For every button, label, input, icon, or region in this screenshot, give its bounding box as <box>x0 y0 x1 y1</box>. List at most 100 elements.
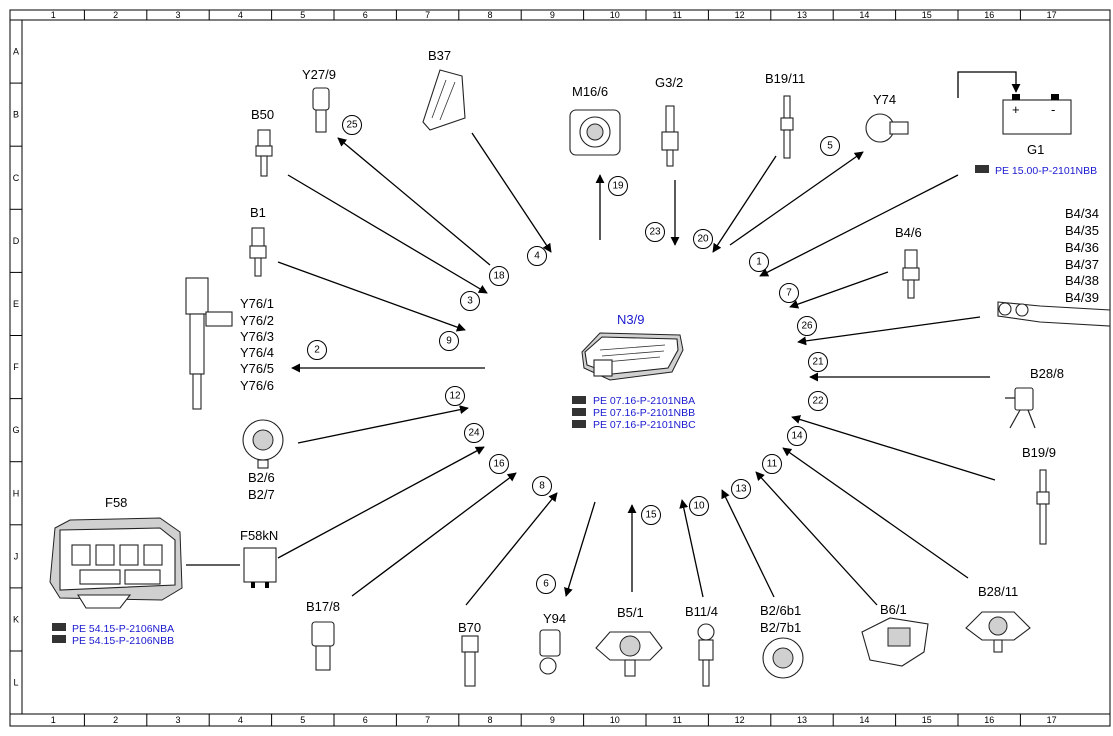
callout-group: 2518419232051726212214111310156816241229… <box>307 115 840 594</box>
callout-circle <box>808 391 828 411</box>
callout-number: 22 <box>812 396 824 407</box>
svg-text:M16/6: M16/6 <box>572 84 608 99</box>
ecu-ref-1[interactable]: PE 07.16-P-2101NBA <box>593 395 695 407</box>
svg-text:B70: B70 <box>458 620 481 635</box>
ecu-ref-2[interactable]: PE 07.16-P-2101NBB <box>593 407 695 419</box>
grid-col-label-11: 11 <box>673 10 682 20</box>
grid-row-label-D: D <box>13 236 20 246</box>
callout-circle <box>689 496 709 516</box>
grid-row-label-J: J <box>14 551 19 561</box>
callout-21: 21 <box>808 352 828 372</box>
svg-text:B4/35: B4/35 <box>1065 223 1099 238</box>
callout-4: 4 <box>527 246 547 266</box>
grid-col-label-2: 2 <box>113 10 118 20</box>
callout-8: 8 <box>532 476 552 496</box>
callout-circle <box>460 291 480 311</box>
reference-icon <box>572 396 586 428</box>
svg-text:Y76/2: Y76/2 <box>240 313 274 328</box>
callout-3: 3 <box>460 291 480 311</box>
component-m16-6: M16/6 <box>569 84 621 156</box>
relay-label: F58kN <box>240 528 278 543</box>
component-g3-2: G3/2 <box>655 75 683 167</box>
callout-number: 25 <box>346 120 358 131</box>
callout-number: 7 <box>786 288 792 299</box>
callout-circle <box>439 331 459 351</box>
callout-circle <box>489 266 509 286</box>
callout-15: 15 <box>641 505 661 525</box>
grid-col-label-17: 17 <box>1047 10 1057 20</box>
svg-text:B2/6b1: B2/6b1 <box>760 603 801 618</box>
svg-text:B2/6: B2/6 <box>248 470 275 485</box>
callout-number: 19 <box>612 181 624 192</box>
fusebox-ref-2[interactable]: PE 54.15-P-2106NBB <box>72 635 174 647</box>
svg-text:B28/8: B28/8 <box>1030 366 1064 381</box>
grid-row-label-G: G <box>12 425 19 435</box>
callout-10: 10 <box>689 496 709 516</box>
grid-col-label-16: 16 <box>984 715 994 725</box>
callout-14: 14 <box>787 426 807 446</box>
grid-col-label-13: 13 <box>797 715 807 725</box>
grid-col-label-9: 9 <box>550 10 555 20</box>
grid-col-label-7: 7 <box>425 10 430 20</box>
signal-lines <box>186 71 1021 606</box>
svg-text:B28/11: B28/11 <box>978 584 1018 599</box>
svg-text:B37: B37 <box>428 48 451 63</box>
callout-circle <box>536 574 556 594</box>
grid-row-label-C: C <box>13 173 20 183</box>
fusebox-ref-1[interactable]: PE 54.15-P-2106NBA <box>72 623 174 635</box>
grid-col-label-14: 14 <box>859 10 869 20</box>
callout-18: 18 <box>489 266 509 286</box>
component-b4-6: B4/6 <box>895 225 922 299</box>
callout-number: 18 <box>493 271 505 282</box>
svg-text:Y74: Y74 <box>873 92 896 107</box>
ecu-ref-3[interactable]: PE 07.16-P-2101NBC <box>593 419 696 431</box>
callout-7: 7 <box>779 283 799 303</box>
component-y76-group: Y76/1 Y76/2 Y76/3 Y76/4 Y76/5 Y76/6 <box>185 277 274 410</box>
component-b1: B1 <box>249 205 267 277</box>
battery-ref[interactable]: PE 15.00-P-2101NBB <box>995 165 1097 177</box>
callout-number: 12 <box>449 391 461 402</box>
callout-number: 13 <box>735 484 747 495</box>
grid-col-label-15: 15 <box>922 10 932 20</box>
callout-number: 20 <box>697 234 709 245</box>
grid-col-label-2: 2 <box>113 715 118 725</box>
callout-number: 10 <box>693 501 705 512</box>
component-b4-group: B4/34 B4/35 B4/36 B4/37 B4/38 B4/39 <box>997 206 1111 327</box>
grid-col-label-5: 5 <box>300 715 305 725</box>
callout-circle <box>445 386 465 406</box>
component-y27-9: Y27/9 <box>302 67 336 133</box>
svg-text:B19/9: B19/9 <box>1022 445 1056 460</box>
relay-f58kn: F58kN <box>240 528 278 588</box>
callout-22: 22 <box>808 391 828 411</box>
callout-number: 14 <box>791 431 803 442</box>
svg-text:B50: B50 <box>251 107 274 122</box>
callout-23: 23 <box>645 222 665 242</box>
callout-16: 16 <box>489 454 509 474</box>
component-b17-8: B17/8 <box>306 599 340 671</box>
callout-number: 9 <box>446 336 452 347</box>
svg-text:Y27/9: Y27/9 <box>302 67 336 82</box>
ecu-label: N3/9 <box>617 312 644 327</box>
component-b50: B50 <box>251 107 274 177</box>
grid-row-label-A: A <box>13 47 19 57</box>
grid-row-label-K: K <box>13 614 19 624</box>
svg-text:B4/39: B4/39 <box>1065 290 1099 305</box>
callout-circle <box>608 176 628 196</box>
callout-26: 26 <box>797 316 817 336</box>
battery-label: G1 <box>1027 142 1044 157</box>
grid-col-label-3: 3 <box>175 715 180 725</box>
grid-col-label-8: 8 <box>487 715 492 725</box>
battery-minus: - <box>1051 102 1055 117</box>
grid-col-label-12: 12 <box>735 715 745 725</box>
component-y94: Y94 <box>539 611 566 675</box>
callout-number: 15 <box>645 510 657 521</box>
callout-circle <box>808 352 828 372</box>
component-b19-9: B19/9 <box>1022 445 1056 545</box>
component-b6-1: B6/1 <box>861 602 929 667</box>
callout-number: 2 <box>314 345 320 356</box>
grid-row-label-E: E <box>13 299 19 309</box>
callout-circle <box>342 115 362 135</box>
callout-2: 2 <box>307 340 327 360</box>
component-b28-11: B28/11 <box>965 584 1031 653</box>
